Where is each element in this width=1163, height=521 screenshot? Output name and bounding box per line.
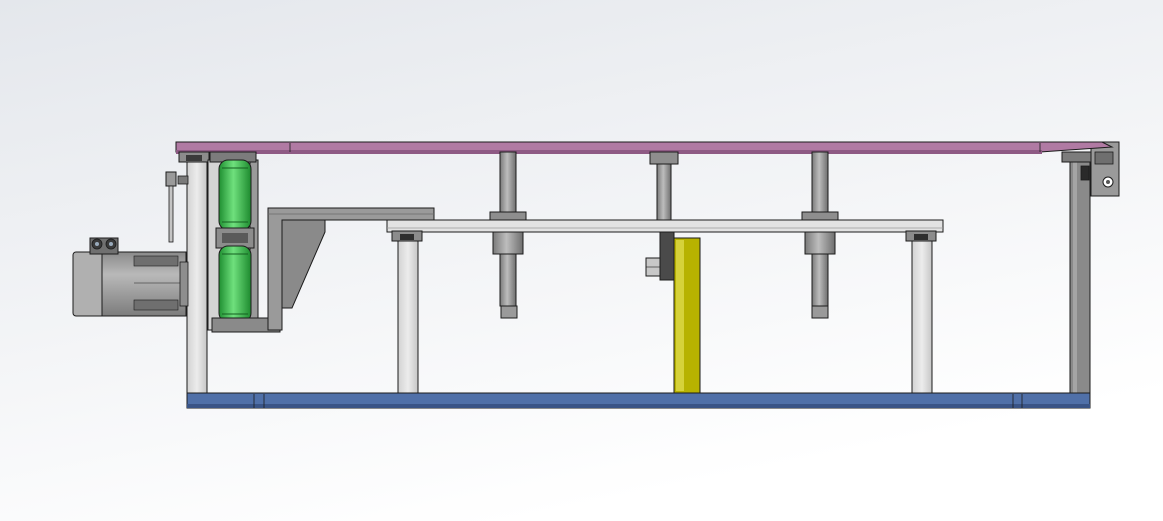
press-cylinder-center[interactable] — [649, 151, 679, 221]
clamp-bolt — [645, 231, 675, 281]
lower-drive-wheel[interactable] — [218, 245, 252, 323]
support-post-right — [911, 240, 933, 394]
right-frame-post — [1061, 151, 1093, 395]
press-cylinder-left[interactable] — [489, 151, 527, 319]
yellow-stop-plate[interactable] — [673, 237, 701, 394]
cantilever-bracket — [267, 207, 435, 331]
servo-motor[interactable] — [72, 251, 189, 317]
press-cylinder-right[interactable] — [801, 151, 839, 319]
clamp-lever — [165, 171, 189, 243]
right-end-bracket — [1090, 141, 1120, 197]
upper-drive-wheel[interactable] — [218, 159, 252, 231]
middle-beam[interactable] — [386, 219, 944, 233]
base-plate[interactable] — [186, 392, 1091, 409]
top-plate[interactable] — [175, 141, 1114, 154]
motor-connector — [89, 237, 119, 255]
right-rail-block — [905, 230, 937, 242]
left-rail-block — [391, 230, 423, 242]
wheel-hub — [215, 227, 255, 249]
support-post-left — [397, 240, 419, 394]
